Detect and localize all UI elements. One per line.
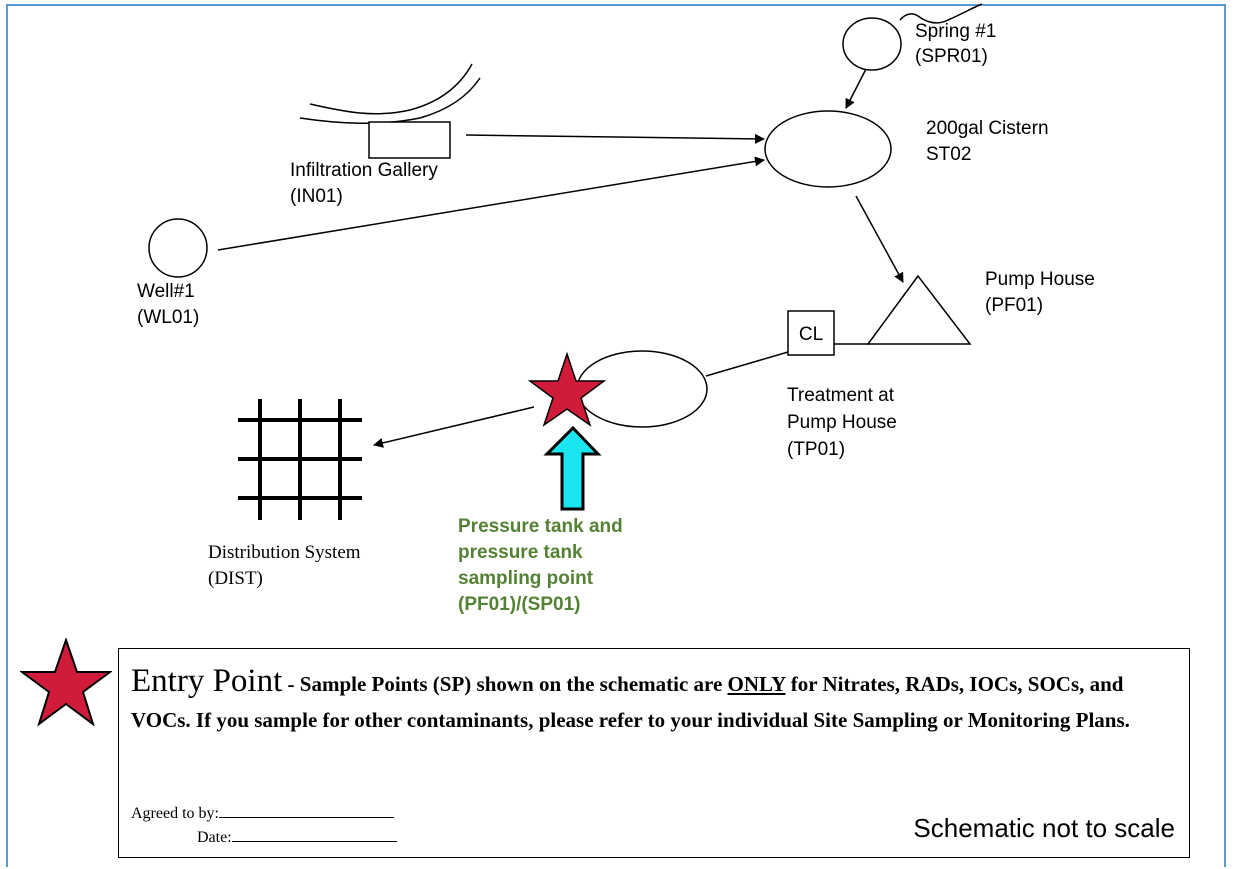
cl-to-tank-line (705, 351, 789, 377)
spring-stream (899, 3, 983, 24)
arrow-cistern-to-pump (855, 195, 904, 283)
spring-node: Spring #1 (SPR01) (842, 3, 996, 71)
pump-house-name: Pump House (985, 269, 1095, 290)
chlorinator-label: CL (799, 324, 823, 345)
legend-text: Entry Point - Sample Points (SP) shown o… (131, 663, 1181, 738)
chlorinator-box (787, 310, 835, 356)
legend-box: Entry Point - Sample Points (SP) shown o… (118, 648, 1190, 858)
pressure-tank-ellipse (576, 350, 708, 428)
cistern-name: 200gal Cistern (926, 118, 1049, 139)
infiltration-gallery-node: Infiltration Gallery (IN01) (290, 63, 481, 207)
legend-separator: - (282, 672, 300, 696)
treatment-line2: Pump House (787, 412, 897, 433)
pressure-tank-line3: sampling point (458, 568, 594, 589)
distribution-name: Distribution System (208, 542, 361, 563)
pressure-tank-line2: pressure tank (458, 542, 583, 563)
date-label: Date: (197, 829, 232, 846)
gallery-stream-lower (299, 77, 481, 124)
legend-text-after: for Nitrates, RADs, IOCs, SOCs, and VOCs… (131, 672, 1130, 732)
spring-name: Spring #1 (915, 21, 996, 42)
date-line: Date: (197, 827, 397, 847)
cistern-node: 200gal Cistern ST02 (764, 110, 1049, 188)
treatment-line1: Treatment at (787, 385, 895, 406)
legend-text-before: Sample Points (SP) shown on the schemati… (299, 672, 728, 696)
spring-circle (842, 17, 902, 71)
pump-house-code: (PF01) (985, 295, 1043, 316)
distribution-code: (DIST) (208, 568, 263, 589)
cistern-code: ST02 (926, 144, 971, 165)
legend-emphasis: ONLY (727, 672, 786, 696)
gallery-name: Infiltration Gallery (290, 160, 438, 181)
chlorinator-node: CL (787, 310, 868, 356)
entry-point-star-icon (527, 351, 607, 427)
gallery-stream-upper (309, 63, 473, 115)
up-arrow-icon (543, 425, 602, 511)
arrow-well-to-cistern (217, 156, 765, 251)
date-blank[interactable] (231, 827, 397, 842)
legend-star-icon (20, 638, 112, 727)
legend-title: Entry Point (131, 663, 283, 699)
gallery-box (368, 121, 451, 159)
arrow-gallery-to-cistern (465, 133, 765, 144)
scale-note: Schematic not to scale (913, 813, 1175, 843)
pressure-tank-node: Pressure tank and pressure tank sampling… (458, 350, 789, 615)
frame-border (6, 4, 1226, 867)
well-name: Well#1 (137, 281, 195, 302)
distribution-grid-icon (238, 399, 362, 520)
agreed-label: Agreed to by: (131, 805, 219, 822)
pressure-tank-line1: Pressure tank and (458, 516, 623, 537)
arrow-tank-to-distribution (373, 406, 535, 448)
treatment-label: Treatment at Pump House (TP01) (787, 385, 897, 460)
arrow-spring-to-cistern (845, 68, 867, 109)
well-code: (WL01) (137, 307, 199, 328)
treatment-code: (TP01) (787, 439, 845, 460)
well-circle (148, 218, 208, 278)
agreed-signature-blank[interactable] (218, 803, 394, 818)
well-node: Well#1 (WL01) (137, 218, 208, 328)
spring-code: (SPR01) (915, 46, 988, 67)
distribution-node: Distribution System (DIST) (208, 399, 362, 589)
gallery-code: (IN01) (290, 186, 343, 207)
pressure-tank-line4: (PF01)/(SP01) (458, 594, 580, 615)
flow-arrows (217, 68, 904, 448)
pump-house-triangle (866, 274, 972, 345)
agreed-to-by-line: Agreed to by: (131, 803, 394, 823)
pump-house-node: Pump House (PF01) (866, 269, 1095, 345)
cistern-ellipse (764, 110, 892, 188)
